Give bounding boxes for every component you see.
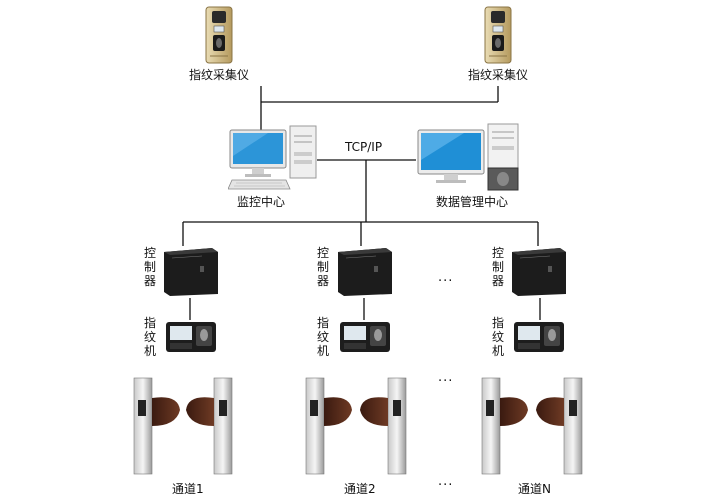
monitor-center-label: 监控中心 bbox=[237, 195, 286, 209]
reader-label-text: 指纹机 bbox=[316, 316, 329, 358]
data-center-computer bbox=[417, 123, 519, 191]
collector-label: 指纹采集仪 bbox=[189, 68, 250, 82]
controller-label: 控制器 bbox=[143, 246, 157, 288]
controller-label-text: 控制器 bbox=[143, 246, 156, 288]
turnstile-gate-graphic bbox=[133, 377, 233, 475]
channel-label: 通道2 bbox=[344, 482, 376, 496]
ellipsis: ··· bbox=[438, 478, 454, 493]
access-controller-box bbox=[338, 248, 392, 296]
collector-label: 指纹采集仪 bbox=[468, 68, 529, 82]
fingerprint-collector-device bbox=[205, 6, 233, 64]
controller-label-text: 控制器 bbox=[316, 246, 329, 288]
reader-label: 指纹机 bbox=[143, 316, 157, 358]
fingerprint-reader-device bbox=[514, 322, 564, 352]
monitor-center-computer bbox=[228, 125, 317, 190]
controller-label: 控制器 bbox=[316, 246, 330, 288]
data-center-label: 数据管理中心 bbox=[436, 195, 509, 209]
reader-label-text: 指纹机 bbox=[491, 316, 504, 358]
turnstile-gate-graphic bbox=[305, 377, 407, 475]
controller-label-text: 控制器 bbox=[491, 246, 504, 288]
access-controller-box bbox=[164, 248, 218, 296]
access-controller-box bbox=[512, 248, 566, 296]
network-label: TCP/IP bbox=[345, 140, 383, 154]
fingerprint-collector-device bbox=[484, 6, 512, 64]
turnstile-gate bbox=[480, 376, 588, 476]
fingerprint-reader-device bbox=[340, 322, 390, 352]
reader-label: 指纹机 bbox=[316, 316, 330, 358]
ellipsis: ··· bbox=[438, 374, 454, 389]
fingerprint-reader-device bbox=[166, 322, 216, 352]
turnstile-gate bbox=[132, 376, 240, 476]
reader-label: 指纹机 bbox=[491, 316, 505, 358]
controller-label: 控制器 bbox=[491, 246, 505, 288]
turnstile-gate bbox=[304, 376, 412, 476]
ellipsis: ··· bbox=[438, 274, 454, 289]
reader-label-text: 指纹机 bbox=[143, 316, 156, 358]
turnstile-gate-graphic bbox=[481, 377, 583, 475]
channel-label: 通道N bbox=[518, 482, 551, 496]
channel-label: 通道1 bbox=[172, 482, 204, 496]
